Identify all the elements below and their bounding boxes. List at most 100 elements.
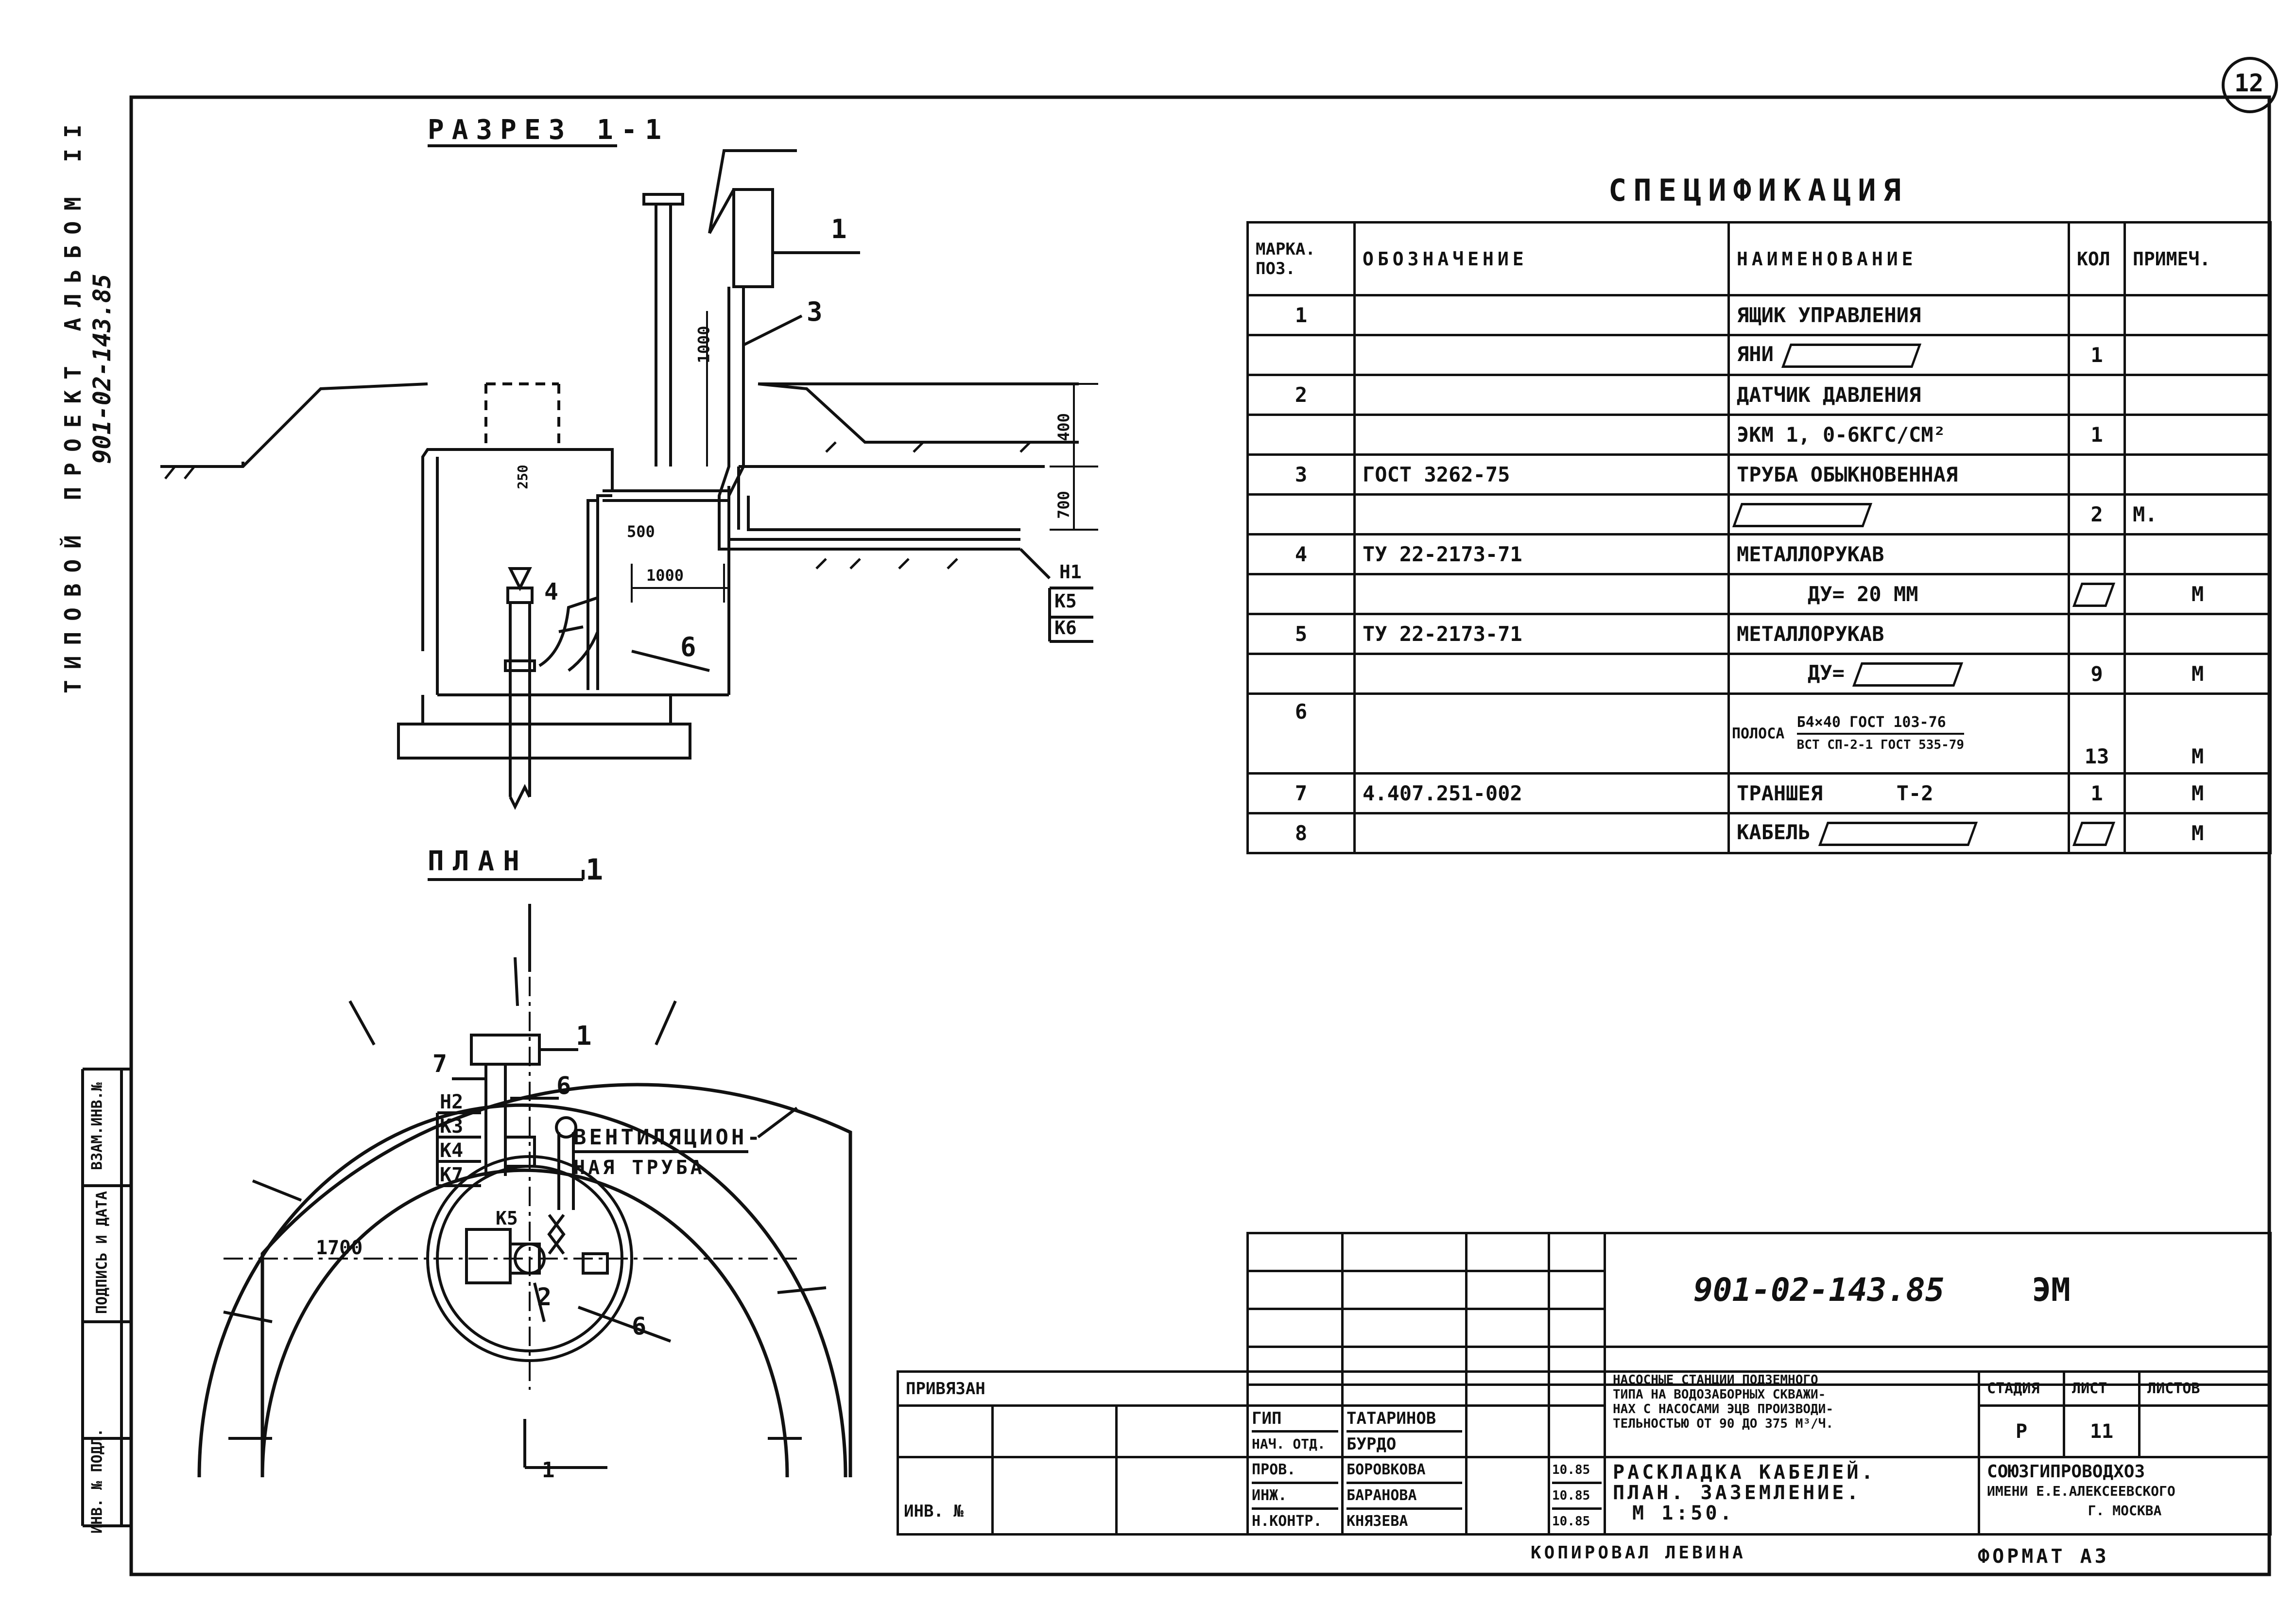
spec-cell: М [2123,772,2272,814]
section-leader-1: 1 [831,214,847,244]
spec-cell [2068,294,2126,336]
spec-cell [1353,334,1730,376]
spec-cell: ДУ= [1727,653,2070,695]
section-cable-k5: К5 [1054,590,1077,612]
spec-name-yani: ЯНИ [1737,342,1774,366]
spec-cell [2123,533,2272,575]
project-desc-3: НАХ С НАСОСАМИ ЭЦВ ПРОИЗВОДИ- [1613,1402,1833,1417]
spec-cell: 4 [1246,533,1356,575]
spec-cell: М [2123,573,2272,615]
blank-placeholder [1781,343,1922,368]
spec-cell: ГОСТ 3262-75 [1353,453,1730,496]
plan-cut-mark: 1 [586,853,604,887]
role-gip: ГИП [1252,1409,1282,1428]
spec-cell: ТРУБА ОБЫКНОВЕННАЯ [1727,453,2070,496]
date-3: 10.85 [1552,1507,1602,1532]
plan-cable-k7: К7 [440,1164,464,1186]
side-album-title: ТИПОВОЙ ПРОЕКТ АЛЬБОМ II [60,114,86,693]
spec-cell [2123,613,2272,655]
name-knyazeva: КНЯЗЕВА [1347,1507,1463,1532]
page-number-badge: 12 [2234,69,2264,97]
sheet-title-3: М 1:50. [1632,1502,1735,1524]
dim-1000-vertical: 1000 [694,326,713,363]
dim-250: 250 [514,465,531,489]
name-borovkova: БОРОВКОВА [1347,1461,1426,1478]
title-block-bottom: ПРИВЯЗАН НАСОСНЫЕ СТАНЦИИ ПОДЗЕМНОГО ТИП… [896,1370,2272,1536]
spec-cell: 4.407.251-002 [1353,772,1730,814]
spec-cell [1353,812,1730,854]
spec-cell: 6 [1246,692,1356,775]
spec-cell: 1 [2068,772,2126,814]
spec-cell: 1 [2068,334,2126,376]
plan-leader-1: 1 [576,1020,592,1051]
paper-format: ФОРМАТ А3 [1978,1545,2109,1568]
title-block-top: 901-02-143.85 ЭМ [1246,1232,2272,1386]
specification-table: МАРКА. ПОЗ. ОБОЗНАЧЕНИЕ НАИМЕНОВАНИЕ КОЛ… [1246,221,2272,854]
blank-placeholder [1818,821,1978,846]
polosa-spec-top: Б4×40 ГОСТ 103-76 [1796,712,1965,735]
spec-cell [1246,334,1356,376]
blank-placeholder [1852,662,1964,687]
spec-title: СПЕЦИФИКАЦИЯ [1608,173,1908,208]
spec-cell: 1 [2068,414,2126,456]
spec-cell: 8 [1246,812,1356,854]
spec-cell: ПОЛОСА Б4×40 ГОСТ 103-76 ВСТ СП-2-1 ГОСТ… [1727,692,2070,775]
role-cell [1246,1370,1344,1407]
spec-cell [1353,653,1730,695]
section-1-1 [160,144,1098,810]
plan-vent-line2: НАЯ ТРУБА [573,1157,705,1179]
plan-leader-6b: 6 [632,1312,647,1340]
stamp-podpis-data: ПОДПИСЬ И ДАТА [93,1191,111,1314]
spec-cell [2123,294,2272,336]
dim-400: 400 [1054,413,1073,441]
spec-cell [2068,812,2126,854]
spec-cell: 3 [1246,453,1356,496]
plan-cable-k3: К3 [440,1115,464,1138]
role-prov: ПРОВ. [1252,1461,1296,1478]
spec-header-note: ПРИМЕЧ. [2123,221,2272,296]
title-doc-code: 901-02-143.85 [1693,1271,1945,1309]
spec-name-polosa: ПОЛОСА [1732,725,1785,742]
spec-cell [2123,334,2272,376]
spec-cell: ДАТЧИК ДАВЛЕНИЯ [1727,374,2070,416]
org-city: Г. МОСКВА [2088,1503,2162,1519]
date-2: 10.85 [1552,1482,1602,1507]
spec-cell [1246,414,1356,456]
project-desc-4: ТЕЛЬНОСТЬЮ ОТ 90 ДО 375 М³/Ч. [1613,1417,1833,1431]
dim-700: 700 [1054,491,1073,519]
spec-cell: 9 [2068,653,2126,695]
role-nach-otd: НАЧ. ОТД. [1252,1430,1339,1455]
spec-cell [1246,573,1356,615]
side-project-code: 901-02-143.85 [88,274,116,464]
spec-cell [2123,453,2272,496]
spec-header-mark: МАРКА. ПОЗ. [1246,221,1356,296]
plan-vent-line1: ВЕНТИЛЯЦИОН- [573,1125,763,1150]
dim-500: 500 [627,522,655,541]
spec-cell: 7 [1246,772,1356,814]
spec-cell: ЭКМ 1, 0-6КГС/СМ² [1727,414,2070,456]
polosa-spec-bottom: ВСТ СП-2-1 ГОСТ 535-79 [1796,737,1965,752]
spec-cell [2123,414,2272,456]
section-leader-6: 6 [680,632,696,662]
spec-cell [2123,374,2272,416]
project-desc-1: НАСОСНЫЕ СТАНЦИИ ПОДЗЕМНОГО [1613,1373,1818,1388]
sheet-label: ЛИСТ [2063,1370,2141,1407]
role-inzh: ИНЖ. [1252,1482,1339,1507]
spec-name-du: ДУ= [1808,661,1845,685]
spec-cell: 13 [2068,692,2126,775]
spec-cell: ТУ 22-2173-71 [1353,533,1730,575]
stamp-inv-podl: ИНВ. № ПОДЛ. [88,1428,106,1534]
spec-header-name: НАИМЕНОВАНИЕ [1727,221,2070,296]
spec-cell [2068,453,2126,496]
sheet-title-2: ПЛАН. ЗАЗЕМЛЕНИЕ. [1613,1482,1862,1504]
spec-cell [2068,374,2126,416]
name-burdo: БУРДО [1347,1430,1463,1455]
spec-cell [1353,374,1730,416]
spec-cell: 1 [1246,294,1356,336]
blank-placeholder [2072,582,2116,607]
role-n-kontr: Н.КОНТР. [1252,1507,1339,1532]
section-leader-3: 3 [807,296,823,327]
sheets-label: ЛИСТОВ [2138,1370,2272,1407]
project-desc-2: ТИПА НА ВОДОЗАБОРНЫХ СКВАЖИ- [1613,1387,1826,1402]
plan-leader-6a: 6 [556,1071,571,1100]
